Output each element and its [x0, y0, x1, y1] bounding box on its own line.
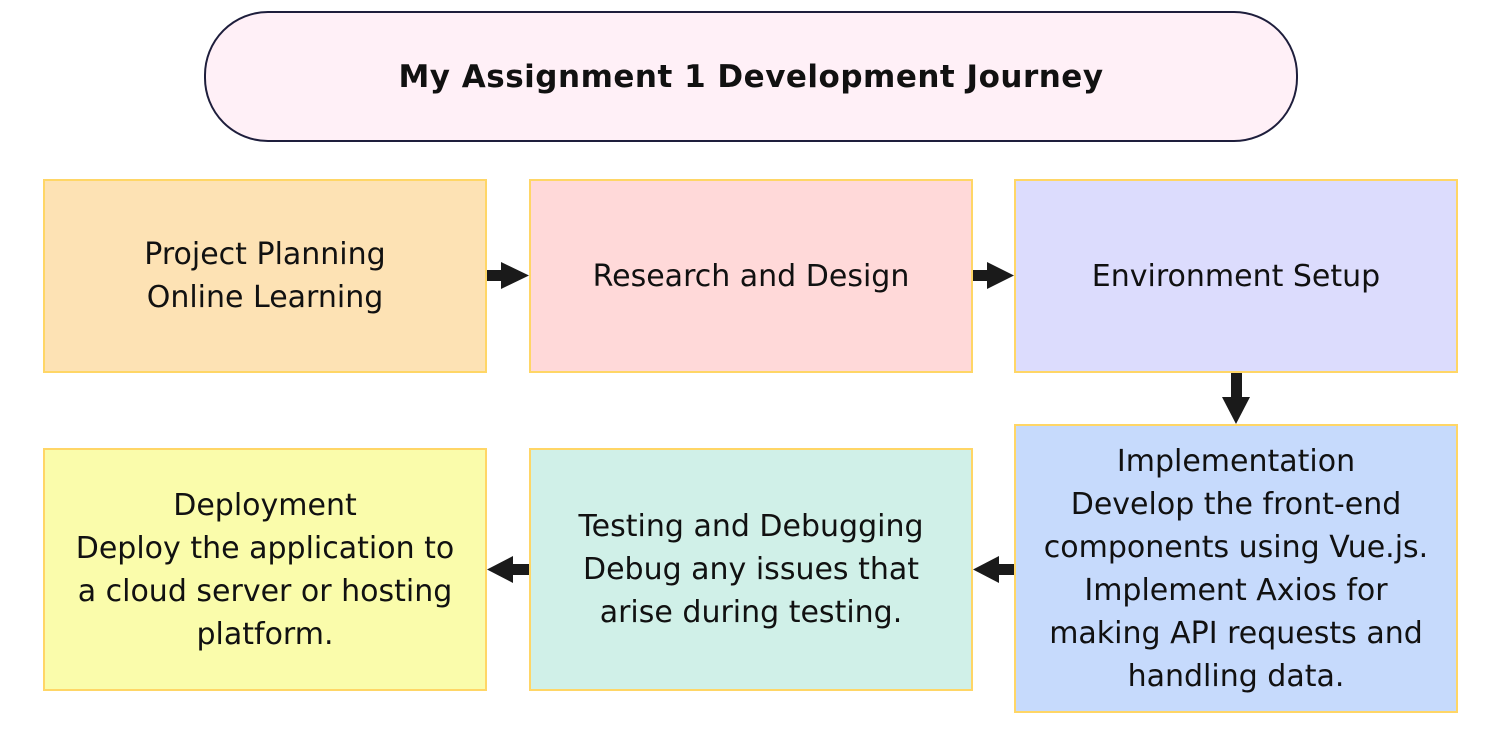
step-text-line: making API requests and — [1049, 615, 1423, 651]
step-text-line: Online Learning — [146, 280, 384, 315]
step-text-line: platform. — [196, 616, 334, 652]
diagram-title: My Assignment 1 Development Journey — [204, 11, 1298, 142]
arrow-down-icon — [1222, 373, 1250, 424]
arrow-left-icon — [973, 556, 1014, 583]
step-text-line: components using Vue.js. — [1043, 529, 1429, 565]
arrow-right-icon — [487, 262, 529, 289]
arrow-right-icon — [973, 262, 1014, 289]
step-text: Environment Setup — [1092, 255, 1380, 298]
step-text-line: arise during testing. — [599, 595, 903, 630]
step-text-line: Project Planning — [144, 237, 386, 272]
step-text-line: Environment Setup — [1091, 258, 1381, 294]
step-text-line: Debug any issues that — [582, 552, 920, 587]
step-text-line: Implement Axios for — [1084, 572, 1388, 608]
step-text-line: Implementation — [1116, 443, 1356, 479]
step-text-line: a cloud server or hosting — [77, 573, 453, 609]
step-environment-setup: Environment Setup — [1014, 179, 1458, 373]
step-text-line: Research and Design — [592, 258, 910, 294]
step-text: Research and Design — [593, 255, 910, 298]
step-text-line: Deployment — [173, 487, 357, 523]
step-text-line: Deploy the application to — [75, 530, 455, 566]
arrow-left-icon — [487, 556, 529, 583]
step-text-line: Develop the front-end — [1070, 486, 1402, 522]
step-text-line: Testing and Debugging — [578, 509, 924, 544]
step-research-design: Research and Design — [529, 179, 973, 373]
step-text-line: handling data. — [1127, 658, 1345, 694]
